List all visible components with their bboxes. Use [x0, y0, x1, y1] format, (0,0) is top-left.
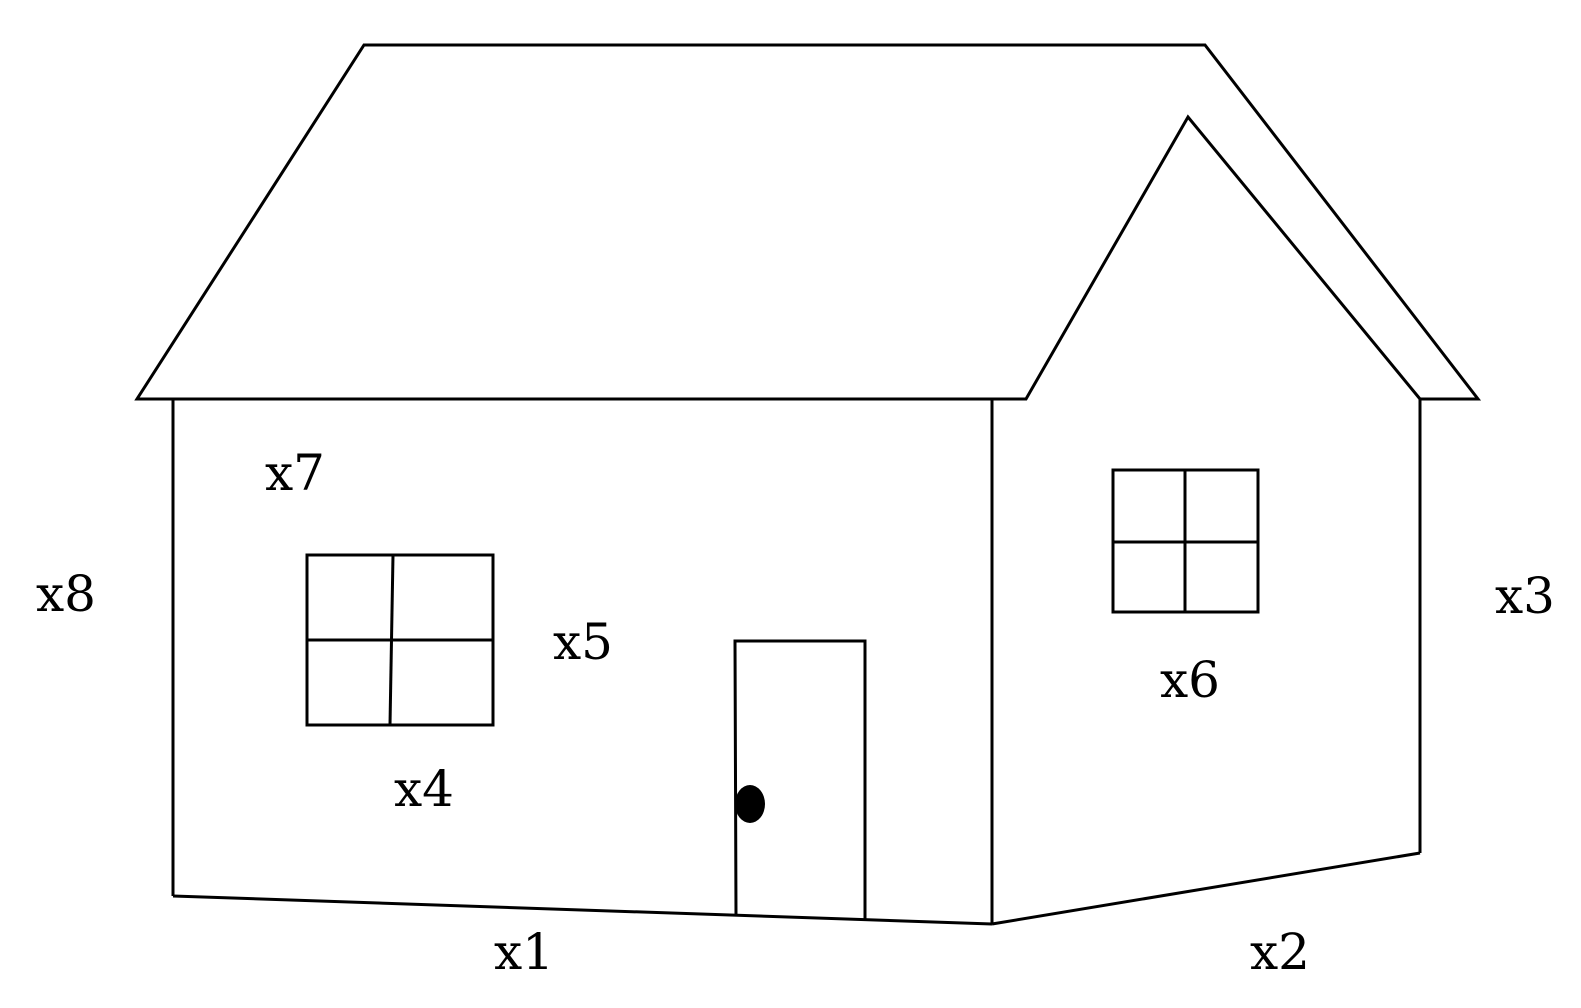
door-frame [733, 639, 867, 920]
door [733, 639, 867, 920]
side-window [1111, 468, 1260, 614]
label-x2: x2 [1250, 923, 1310, 981]
label-x6: x6 [1160, 651, 1220, 709]
door-knob [735, 785, 765, 823]
main-roof [134, 43, 1482, 401]
side-wall-bottom-edge [991, 851, 1421, 926]
label-x8: x8 [36, 565, 96, 623]
label-x7: x7 [265, 444, 325, 502]
label-x1: x1 [494, 923, 554, 981]
label-x4: x4 [394, 760, 454, 818]
front-window [305, 553, 495, 727]
front-wall-bottom-edge [172, 894, 993, 926]
label-x5: x5 [553, 613, 613, 671]
label-x3: x3 [1495, 567, 1555, 625]
